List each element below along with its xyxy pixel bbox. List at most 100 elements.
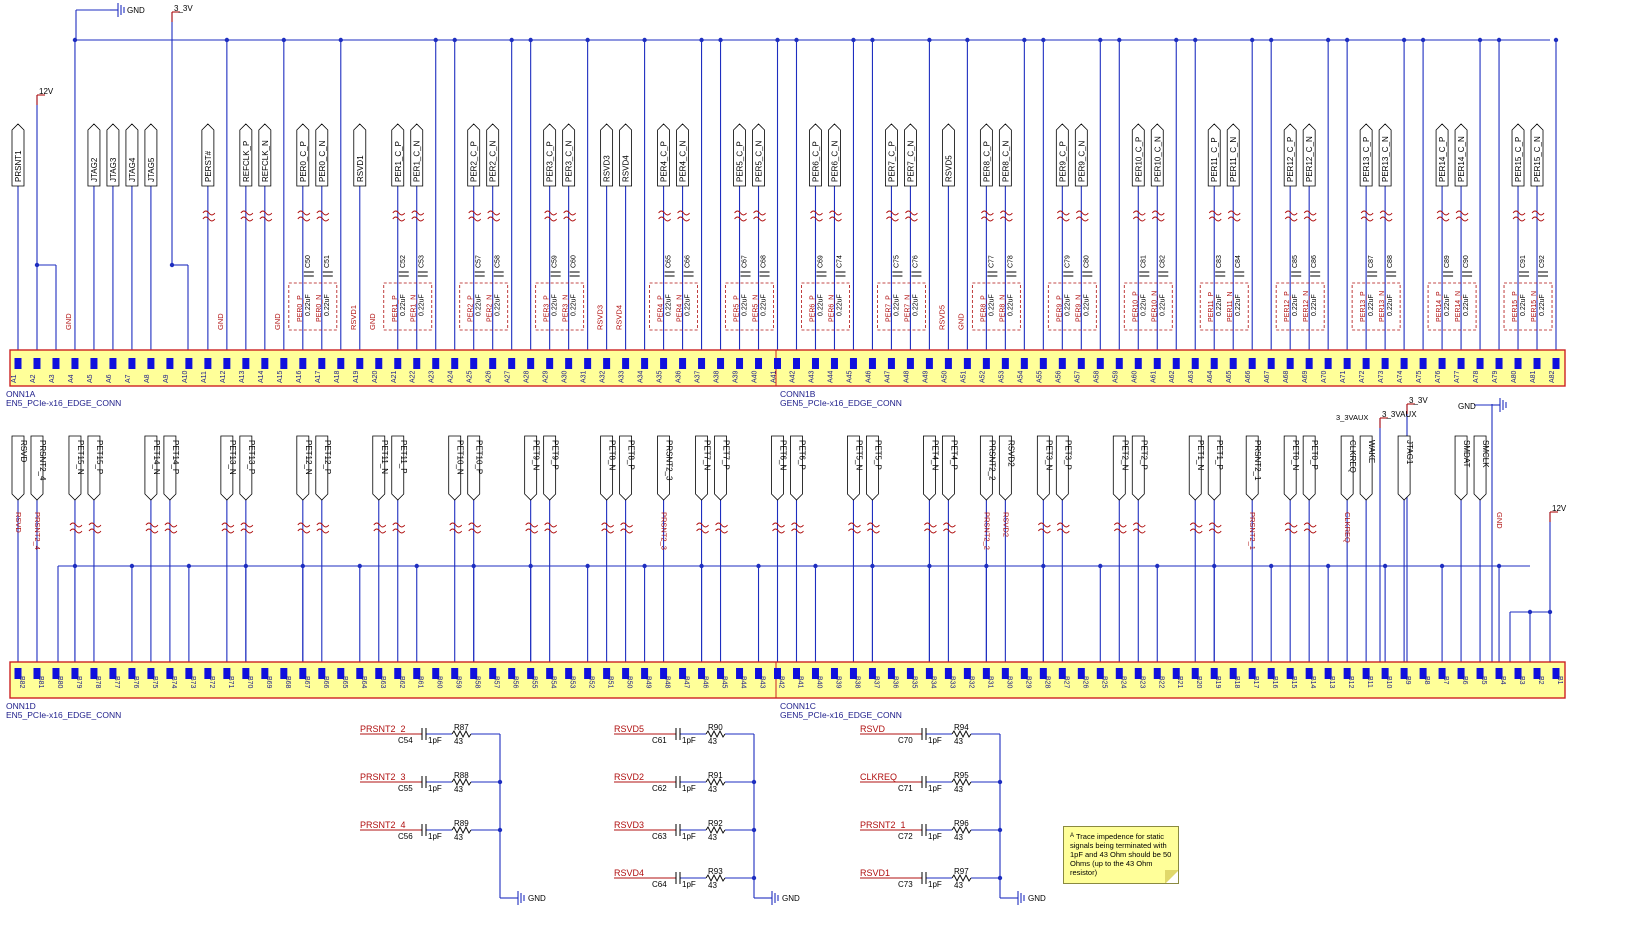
junction-dot <box>1041 563 1046 569</box>
pin-label: A27 <box>505 370 512 383</box>
port-label: PER12_C_P <box>1286 137 1295 182</box>
port-label: PRSNT2_1 <box>1253 440 1262 481</box>
res-ref: R90 <box>708 723 723 732</box>
junction-dot <box>1401 37 1407 43</box>
net-label: RSVD5 <box>937 305 946 330</box>
diff-pair-icon <box>1208 210 1222 222</box>
port-label: PER12_C_N <box>1305 136 1314 182</box>
port-label: JTAG2 <box>90 157 99 182</box>
cap-value: 1pF <box>682 832 696 841</box>
junction-dot <box>775 37 780 43</box>
diff-pair-icon <box>696 522 709 534</box>
port-flag <box>733 123 746 187</box>
pin-label: B74 <box>170 676 177 689</box>
pin-label: A8 <box>144 374 151 383</box>
port-flag <box>11 435 25 501</box>
junction-dot <box>997 875 1003 881</box>
port-label: PER9_C_P <box>1058 141 1067 182</box>
pin-pad <box>1362 668 1370 679</box>
res-ref: R93 <box>708 867 723 876</box>
res-value: 43 <box>708 833 717 842</box>
pin-label: A55 <box>1036 370 1043 383</box>
junction-dot <box>300 563 306 569</box>
cap-ref: C81 <box>1140 255 1147 268</box>
pin-label: B22 <box>1157 676 1164 689</box>
pin-pad <box>527 668 535 679</box>
port-label: PET6_N <box>779 440 788 470</box>
port-flag <box>1454 123 1468 187</box>
junction-dot <box>129 563 135 569</box>
pin-pad <box>356 358 364 369</box>
pin-pad <box>1210 358 1218 369</box>
pin-label: A44 <box>827 370 834 383</box>
port-flag <box>619 123 633 187</box>
pin-pad <box>470 358 478 369</box>
pin-label: A38 <box>714 370 721 383</box>
pin-pad <box>849 668 857 679</box>
junction-dot <box>528 37 533 43</box>
diff-pair-icon <box>1284 522 1298 534</box>
res-value: 43 <box>454 785 463 794</box>
diff-pair-icon <box>810 210 823 222</box>
pin-label: A47 <box>884 370 891 383</box>
port-flag <box>1378 123 1392 187</box>
pin-pad <box>1210 668 1218 679</box>
junction-dot <box>72 37 78 43</box>
port-flag <box>68 435 82 501</box>
port-flag <box>87 435 101 501</box>
pin-label: B2 <box>1537 676 1544 685</box>
cap-value: 0.22uF <box>836 294 843 316</box>
diff-pair-icon <box>753 210 766 222</box>
pin-pad <box>565 358 573 369</box>
port-label: PET8_P <box>627 440 636 470</box>
res-value: 43 <box>454 833 463 842</box>
port-label: PET0_N <box>1291 440 1300 470</box>
cap-value: 1pF <box>928 880 942 889</box>
junction-dot <box>851 37 856 43</box>
port-flag <box>1207 123 1221 187</box>
pin-label: A48 <box>903 370 910 383</box>
cap-value: 0.22uF <box>685 294 692 316</box>
diff-pair-icon <box>468 210 482 222</box>
note-text: Trace impedence for static signals being… <box>1070 832 1172 877</box>
port-flag <box>885 123 898 187</box>
pin-pad <box>1115 358 1123 369</box>
cap-ref: C90 <box>1463 255 1470 268</box>
cap-ref: C70 <box>898 736 913 745</box>
port-flag <box>1188 435 1202 501</box>
pin-label: A82 <box>1549 370 1556 383</box>
diff-pair-icon <box>1132 522 1146 534</box>
port-label: PET7_P <box>722 440 731 470</box>
port-flag <box>524 435 538 501</box>
pin-label: A30 <box>562 370 569 383</box>
pin-label: A74 <box>1397 370 1404 383</box>
port-label: PER1_C_P <box>394 141 403 182</box>
pin-pad <box>1039 668 1047 679</box>
diff-pair-icon <box>392 210 406 222</box>
port-label: JTAG3 <box>109 157 118 182</box>
pin-pad <box>128 358 136 369</box>
cap-ref: C51 <box>324 255 331 268</box>
pin-label: A68 <box>1283 370 1290 383</box>
pin-pad <box>1077 668 1085 679</box>
net-label: PER3_P <box>544 295 551 322</box>
pin-label: B25 <box>1100 676 1107 689</box>
pin-label: B27 <box>1062 676 1069 689</box>
port-label: PET4_P <box>949 440 958 470</box>
port-flag <box>1435 123 1449 187</box>
cap-ref: C68 <box>761 255 768 268</box>
port-flag <box>106 123 120 187</box>
cap-value: 0.22uF <box>1235 294 1242 316</box>
pin-label: A71 <box>1340 370 1347 383</box>
port-flag <box>657 435 670 501</box>
port-flag <box>87 123 101 187</box>
junction-dot <box>1547 609 1553 615</box>
port-label: PET12_P <box>323 440 332 474</box>
port-flag <box>1397 435 1411 501</box>
junction-dot <box>997 779 1003 785</box>
diff-pair-icon <box>145 522 159 534</box>
pin-pad <box>830 358 838 369</box>
net-label: PRSNT2_1 <box>860 820 906 830</box>
port-label: PER3_C_N <box>565 140 574 182</box>
net-label: PER8_P <box>980 295 987 322</box>
